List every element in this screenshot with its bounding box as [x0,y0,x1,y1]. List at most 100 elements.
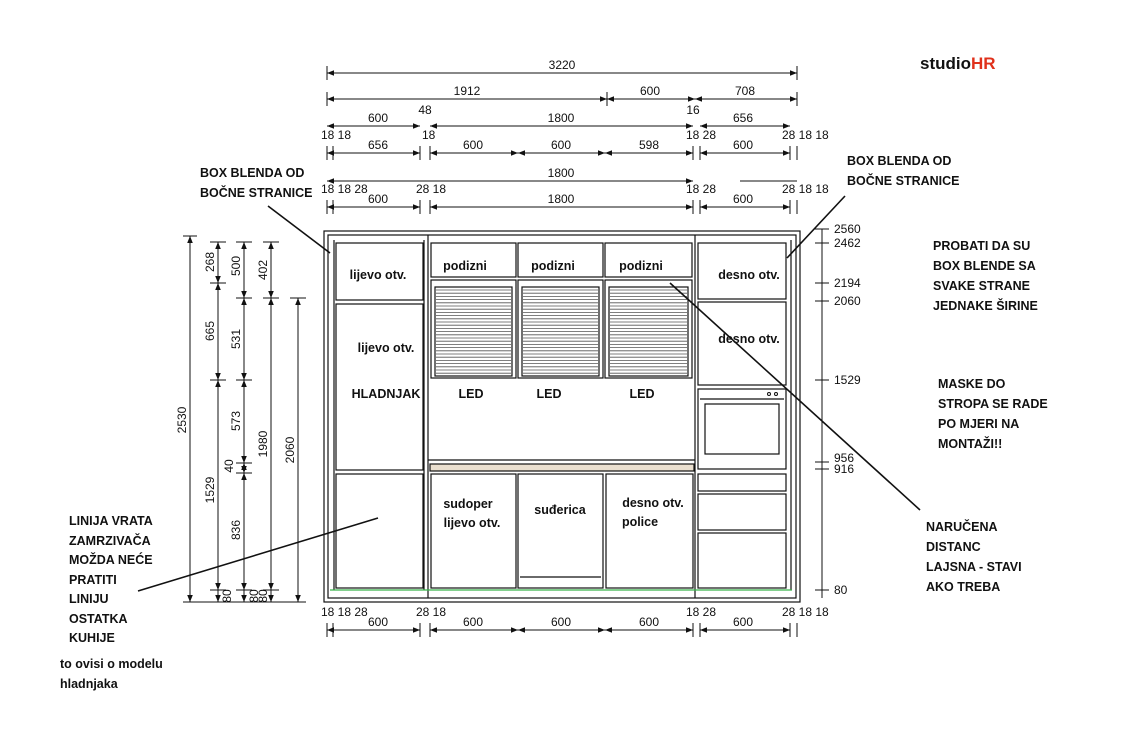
vdim-268: 268 [203,252,217,272]
cabinet-labels: lijevo otv. lijevo otv. HLADNJAK podizni… [350,259,780,530]
note-line: PO MJERI NA [938,417,1020,431]
label-dishwasher: suđerica [534,503,586,517]
left-dimension-labels: 2530 268 500 402 665 531 1980 2060 573 4… [175,252,297,603]
level-1529: 1529 [834,373,861,387]
right-level-labels: 2560 2462 2194 2060 1529 956 916 80 [834,222,861,597]
vdim-80-a: 80 [220,589,234,603]
leader-box-left [267,205,331,254]
note-linija: LINIJA VRATA ZAMRZIVAČA MOŽDA NEĆE PRATI… [69,512,153,649]
note-line: PRATITI [69,572,117,587]
note-line: MOŽDA NEĆE [69,553,153,567]
kitchen-outline [323,230,801,603]
label-led-2: LED [537,387,562,401]
note-line: KUHIJE [69,631,115,645]
note-line: BOČNE STRANICE [200,186,313,200]
dim-600-b: 600 [368,111,388,125]
note-line: BOČNE STRANICE [847,174,960,188]
label-left-mid: lijevo otv. [358,341,415,355]
dim-1800-a: 1800 [548,111,575,125]
vdim-80-c: 80 [256,589,270,603]
bottom-dim-3: 600 [551,615,571,629]
label-right-low-2: police [622,515,658,529]
label-right-low-1: desno otv. [622,496,684,510]
dim-656-a: 656 [733,111,753,125]
note-line: SVAKE STRANE [933,279,1031,293]
note-ovisi: to ovisi o modelu hladnjaka [60,654,163,694]
top-dimension-labels: 3220 1912 600 708 48 16 600 1800 656 18 … [321,58,829,206]
logo-prefix: studio [920,54,971,73]
label-podizni-2: podizni [531,259,575,273]
dim-48: 48 [418,103,432,117]
bottom-dim-2: 600 [463,615,483,629]
note-line: to ovisi o modelu [60,657,163,671]
vdim-573: 573 [229,411,243,431]
bottom-ticks-right-a: 18 28 [686,605,716,619]
note-line: LINIJU [69,592,109,606]
note-box-left: BOX BLENDA OD BOČNE STRANICE [200,163,313,203]
note-line: PROBATI DA SU [933,239,1031,253]
studio-logo: studioHR [920,54,996,74]
leader-lines [137,195,921,592]
vdim-40: 40 [222,459,236,473]
label-podizni-1: podizni [443,259,487,273]
note-line: LINIJA VRATA [69,514,153,528]
note-line: AKO TREBA [926,580,1001,594]
left-dimensions [183,235,306,603]
bottom-dimension-labels: 18 18 28 28 18 18 28 28 18 18 600 600 60… [321,605,829,629]
note-line: MONTAŽI!! [938,437,1003,451]
dim-1800-b: 1800 [548,166,575,180]
bottom-ticks-left: 18 18 28 [321,605,368,619]
ticks-right-2a: 18 28 [686,182,716,196]
note-line: LAJSNA - STAVI [926,560,1022,574]
dim-600-d: 600 [551,138,571,152]
note-narucena: NARUČENA DISTANC LAJSNA - STAVI AKO TREB… [926,517,1022,597]
level-956: 956 [834,451,854,465]
leader-narucena [669,282,921,511]
ticks-left-2: 18 18 28 [321,182,368,196]
kitchen-cabinets [323,230,801,603]
dim-600-a: 600 [640,84,660,98]
vdim-500: 500 [229,256,243,276]
vdim-402: 402 [256,260,270,280]
level-916: 916 [834,462,854,476]
note-line: BOX BLENDE SA [933,259,1036,273]
dim-16: 16 [686,103,700,117]
vdim-665: 665 [203,321,217,341]
note-line: DISTANC [926,540,981,554]
logo-suffix: HR [971,54,996,73]
dim-1912: 1912 [454,84,481,98]
bottom-dim-4: 600 [639,615,659,629]
note-line: hladnjaka [60,677,118,691]
label-fridge: HLADNJAK [352,387,421,401]
note-probati: PROBATI DA SU BOX BLENDE SA SVAKE STRANE… [933,236,1038,316]
dim-600-f: 600 [368,192,388,206]
vdim-836: 836 [229,520,243,540]
ticks-right-1a: 18 28 [686,128,716,142]
ticks-right-2b: 28 18 18 [782,182,829,196]
note-box-right: BOX BLENDA OD BOČNE STRANICE [847,151,960,191]
label-left-top: lijevo otv. [350,268,407,282]
bottom-dimensions [326,623,798,637]
dim-656-b: 656 [368,138,388,152]
note-line: JEDNAKE ŠIRINE [933,299,1038,313]
level-2060: 2060 [834,294,861,308]
lift-up-louvers [436,289,687,374]
dim-1800-c: 1800 [548,192,575,206]
vdim-1529: 1529 [203,476,217,503]
level-2194: 2194 [834,276,861,290]
level-80: 80 [834,583,848,597]
note-line: ZAMRZIVAČA [69,533,151,548]
dim-708: 708 [735,84,755,98]
vdim-2530: 2530 [175,406,189,433]
note-line: BOX BLENDA OD [200,166,305,180]
note-line: NARUČENA [926,520,998,534]
bottom-dim-1: 600 [368,615,388,629]
bottom-tick-mid: 28 18 [416,605,446,619]
label-right-top: desno otv. [718,268,780,282]
label-sink-1: sudoper [443,497,492,511]
ticks-right-1b: 28 18 18 [782,128,829,142]
note-line: MASKE DO [938,377,1006,391]
dim-600-g: 600 [733,192,753,206]
vdim-80-b: 80 [247,589,261,603]
